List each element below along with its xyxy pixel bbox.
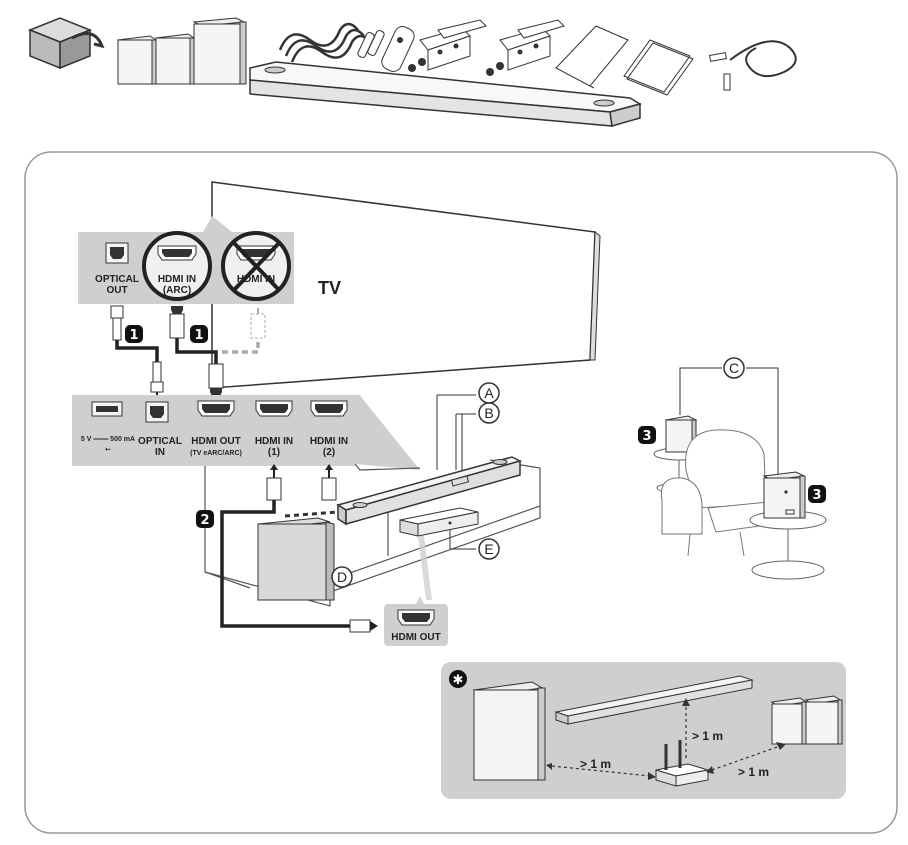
hdmi-in-cable-disallowed [222,308,266,354]
power-cords-icon [278,22,371,63]
step-1-badge: 1 [190,325,208,343]
external-hdmi-out-panel: HDMI OUT [384,596,448,646]
svg-text:3: 3 [812,488,821,503]
owners-manual-icon [555,25,629,89]
hdmi-out-port [197,400,235,417]
soundbar-icon [249,61,642,127]
optical-cable-icon [709,40,797,91]
subwoofer [257,517,335,601]
hdmi-arc-cable [169,306,224,396]
subwoofer-icon [472,681,546,781]
tv-optical-out-line2: OUT [106,285,127,296]
distance-label-3: > 1 m [738,765,769,779]
external-device [399,507,479,537]
tv-screen [211,181,601,389]
step-1-badge: 1 [125,325,143,343]
tv-label: TV [318,278,341,298]
svg-text:A: A [484,385,494,401]
wall-template-icon [623,39,694,96]
distance-label-1: > 1 m [580,757,611,771]
svg-text:1: 1 [194,328,203,343]
package-contents [27,17,797,127]
soundbar-hdmi-in2-line2: (2) [323,447,335,458]
soundbar [336,456,523,526]
hdmi-in-2-port [310,400,348,417]
wall-bracket-icon [408,19,487,72]
wall-bracket-icon [486,19,565,76]
subwoofer-icon [192,17,247,85]
rear-speakers-icon [116,33,196,85]
usb-port [91,401,123,417]
callout-d: D [331,566,353,588]
soundbar-hdmi-in1-line2: (1) [268,447,280,458]
soundbar-hdmi-in1-line1: HDMI IN [255,436,293,447]
soundbar-optical-in-line1: OPTICAL [138,436,182,447]
step-3-badge: 3 [638,426,656,444]
rear-speakers-scene: C [653,357,827,580]
step-2-badge: 2 [196,510,214,528]
tv-optical-out-line1: OPTICAL [95,274,139,285]
tv-hdmi-in-label: HDMI IN [237,274,275,285]
optical-out-port [105,242,129,264]
tv-hdmi-arc-line1: HDMI IN [158,274,196,285]
rear-speakers-icon [770,695,843,745]
svg-text:D: D [337,569,347,585]
svg-text:E: E [484,541,493,557]
soundbar-port-panel: 5 V ═══ 500 mA ⭠ OPTICAL IN HDMI OUT (TV… [72,395,420,470]
svg-text:2: 2 [200,513,209,528]
callout-b: B [455,402,500,470]
distance-label-2: > 1 m [692,729,723,743]
usb-symbol: ⭠ [105,446,111,453]
soundbar-optical-in-line2: IN [155,447,165,458]
external-hdmi-out-label: HDMI OUT [391,632,440,643]
svg-text:✱: ✱ [453,673,464,688]
soundbar-hdmi-out-line2: (TV eARC/ARC) [190,450,242,457]
hdmi-input-cables [220,464,378,633]
svg-text:1: 1 [129,328,138,343]
svg-text:C: C [729,360,739,376]
callout-e: E [449,530,500,560]
tv-port-panel: OPTICAL OUT HDMI IN (ARC) HDMI IN [78,216,294,304]
distance-arrow [551,704,781,777]
soundbar-icon [554,675,754,725]
optical-in-port [145,401,169,423]
box-icon [27,17,105,70]
hdmi-arc-port [157,245,197,261]
soundbar-hdmi-out-line1: HDMI OUT [191,436,240,447]
svg-text:B: B [484,405,493,421]
soundbar-hdmi-in2-line1: HDMI IN [310,436,348,447]
placement-note-panel: ✱ [441,662,846,799]
tv-hdmi-arc-line2: (ARC) [163,285,191,296]
optical-cable [110,305,164,402]
step-3-badge: 3 [808,485,826,503]
hdmi-in-1-port [255,400,293,417]
star-note-icon: ✱ [449,670,467,688]
callout-c: C [723,357,745,379]
svg-text:3: 3 [642,429,651,444]
usb-power-label: 5 V ═══ 500 mA [81,436,135,443]
remote-batteries-icon [357,26,415,72]
